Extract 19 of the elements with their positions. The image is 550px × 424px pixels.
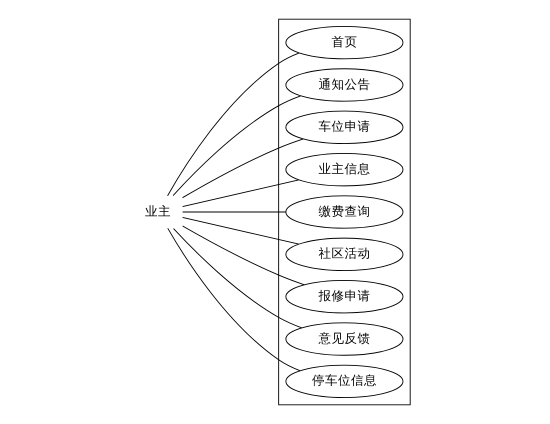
node-ellipse: 首页 [284, 26, 403, 60]
cluster [278, 18, 410, 406]
connector [182, 226, 304, 286]
connector [172, 228, 302, 328]
node-ellipse: 车位申请 [284, 110, 403, 144]
node-ellipse: 报修申请 [284, 280, 403, 314]
node-ellipse: 业主信息 [284, 153, 403, 186]
connector [166, 228, 300, 372]
node-text: 业主 [144, 203, 170, 218]
node-ellipse: 意见反馈 [284, 322, 403, 356]
connector [182, 217, 299, 244]
connector [166, 52, 299, 196]
node-ellipse: 停车位信息 [284, 364, 403, 398]
node-ellipse: 缴费查询 [284, 195, 403, 229]
connector [172, 95, 301, 196]
node-ellipse: 通知公告 [284, 68, 403, 102]
node-ellipse: 社区活动 [284, 238, 403, 271]
connector [182, 180, 299, 207]
connector [182, 138, 304, 198]
